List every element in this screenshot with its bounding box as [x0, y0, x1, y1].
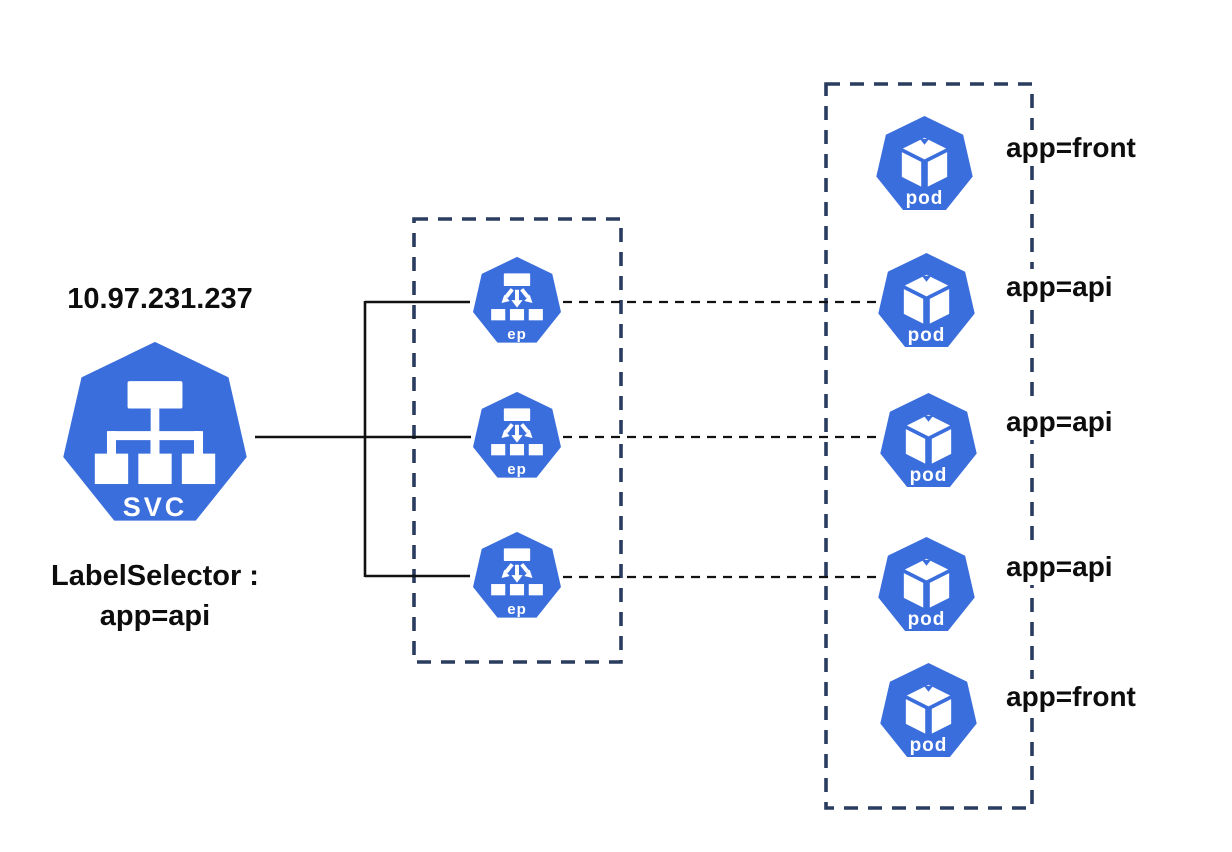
service-icon-label: SVC [122, 492, 188, 522]
pod-node-1: pod [873, 114, 976, 217]
endpoint-icon-label: ep [507, 601, 527, 618]
service-selector-label: LabelSelector : app=api [40, 556, 270, 636]
selector-title: LabelSelector : [51, 560, 259, 592]
pod-icon-label: pod [909, 735, 948, 756]
pod-app-label-3: app=api [1000, 404, 1119, 440]
endpoint-icon-label: ep [507, 461, 527, 478]
pod-node-2: pod [875, 251, 978, 354]
pod-app-label-1: app=front [1000, 130, 1142, 166]
endpoint-node-3: ep [470, 530, 564, 624]
endpoint-icon-label: ep [507, 326, 527, 343]
service-node: SVC [57, 337, 253, 535]
pod-app-label-5: app=front [1000, 679, 1142, 715]
pod-icon-label: pod [907, 325, 946, 346]
selector-value: app=api [99, 600, 211, 632]
service-ip-label: 10.97.231.237 [67, 283, 253, 315]
pod-node-4: pod [875, 535, 978, 638]
pod-icon-label: pod [907, 609, 946, 630]
endpoint-node-1: ep [470, 255, 564, 349]
pod-node-5: pod [877, 661, 980, 764]
pod-node-3: pod [877, 391, 980, 494]
pods-group-box [824, 82, 1034, 810]
pod-icon-label: pod [909, 465, 948, 486]
endpoints-group-box [412, 217, 623, 664]
pod-icon-label: pod [905, 188, 944, 209]
pod-app-label-4: app=api [1000, 549, 1119, 585]
pod-app-label-2: app=api [1000, 269, 1119, 305]
endpoint-node-2: ep [470, 390, 564, 484]
